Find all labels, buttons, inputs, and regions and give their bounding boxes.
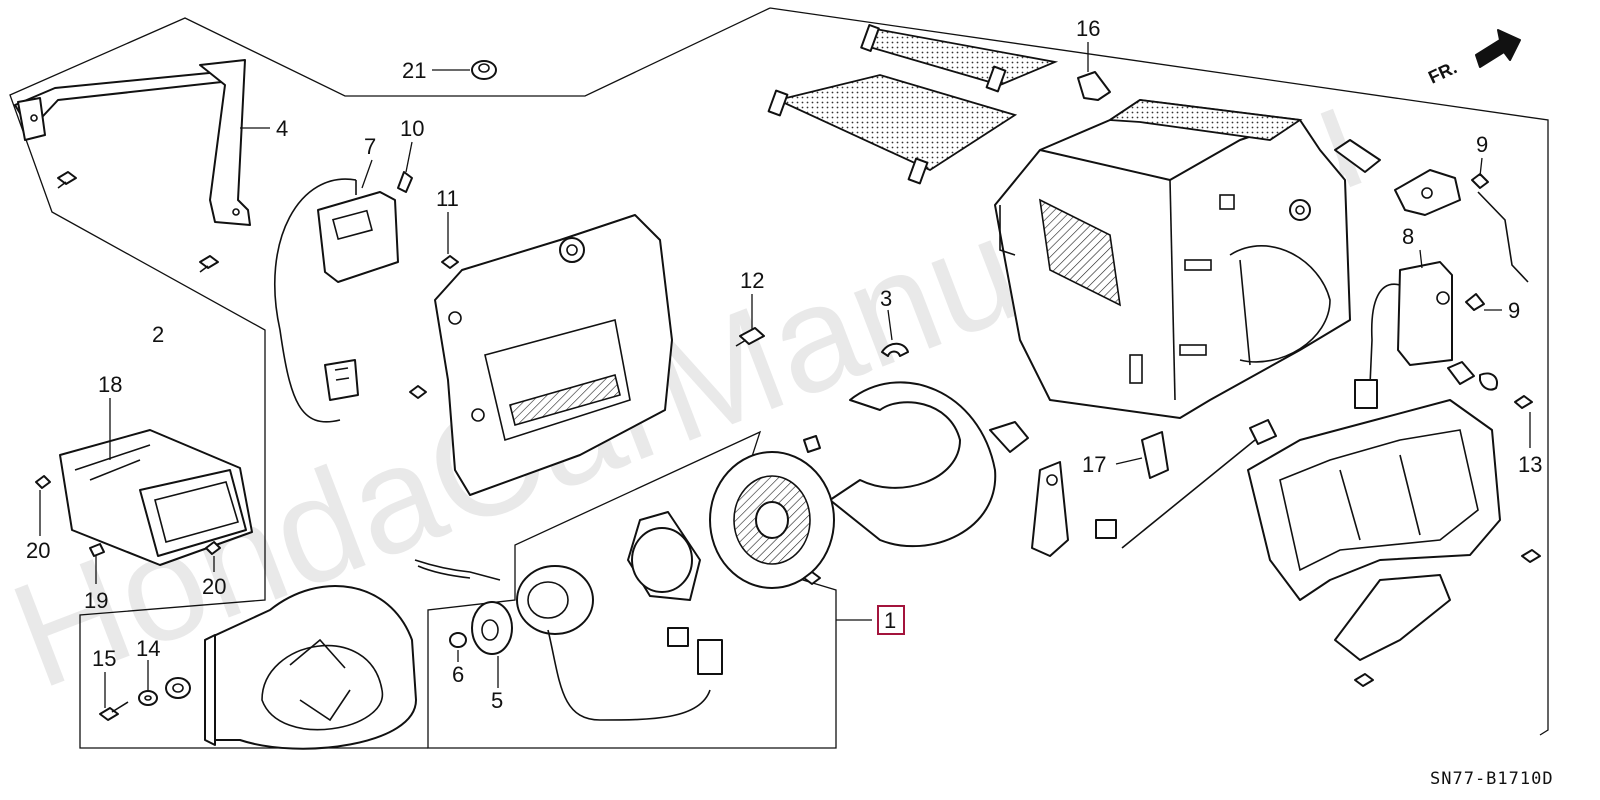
callout-7: 7 [364, 134, 376, 159]
part-12-screw [735, 327, 765, 347]
callout-1-box [877, 605, 905, 635]
callout-16: 16 [1076, 16, 1100, 41]
callout-2: 2 [152, 322, 164, 347]
part-19-clip [89, 543, 105, 557]
part-9-clip-lower [1465, 293, 1485, 311]
callout-20b: 20 [202, 574, 226, 599]
part-9-clip-upper [1471, 173, 1489, 189]
callout-15: 15 [92, 646, 116, 671]
callout-5: 5 [491, 688, 503, 713]
callout-18: 18 [98, 372, 122, 397]
defrost-rod [1121, 419, 1277, 549]
part-6-plug [449, 632, 467, 648]
part-20-screw-left [35, 475, 51, 489]
part-11-upper-case [434, 214, 673, 496]
leader-lines [39, 42, 1531, 708]
mode-lever [989, 421, 1069, 557]
motor-harness [599, 627, 723, 721]
callout-17: 17 [1082, 452, 1106, 477]
cabin-filter-upper [860, 24, 1059, 93]
callout-20a: 20 [26, 538, 50, 563]
part-11-screw-left [409, 385, 427, 399]
part-21-grommet [471, 60, 497, 80]
part-20-screw-right [205, 541, 221, 555]
callout-10: 10 [400, 116, 424, 141]
part-9-link-upper [1334, 139, 1381, 173]
part-14-grommet [165, 677, 191, 699]
callout-3: 3 [880, 286, 892, 311]
part-4-bracket [14, 59, 251, 226]
part-10-clip [397, 171, 413, 193]
part-9-lever-bracket [1394, 169, 1461, 216]
part-9-rod [1477, 191, 1529, 283]
blower-hose [414, 559, 501, 581]
part-8-actuator [1354, 261, 1498, 409]
callout-9b: 9 [1508, 298, 1520, 323]
part-16-clip [1077, 71, 1111, 101]
callout-21: 21 [402, 58, 426, 83]
lower-bracket [1334, 574, 1451, 661]
part-2-blower-housing [204, 585, 417, 750]
part-5-resistor [471, 601, 513, 655]
assembly-frame [9, 7, 1549, 749]
callout-1: 1 [884, 608, 896, 633]
part-13-screw [1514, 395, 1533, 409]
part-4-screw-1 [57, 171, 77, 189]
bottom-screw-right [1521, 549, 1541, 563]
blower-case-ring [829, 381, 997, 548]
fan-screw [803, 571, 821, 585]
part-code: SN77-B1710D [1430, 769, 1554, 789]
part-7-control-module [273, 178, 399, 423]
fan-clip [803, 435, 821, 453]
direction-label: FR. [1425, 57, 1460, 87]
heater-unit-main-case [994, 99, 1351, 419]
bottom-screw-center [1354, 673, 1374, 687]
blower-subassembly-frame [427, 430, 837, 749]
callout-4: 4 [276, 116, 288, 141]
part-11-screw-top [441, 255, 459, 269]
blower-motor-mount [627, 511, 701, 601]
callout-19: 19 [84, 588, 108, 613]
part-4-screw-2 [199, 255, 219, 273]
part-18-air-duct [59, 429, 253, 566]
callout-11: 11 [436, 186, 459, 211]
blower-motor [516, 565, 601, 721]
blower-fan-wheel [709, 451, 835, 589]
callout-9a: 9 [1476, 132, 1488, 157]
callouts: 1 2 3 4 5 6 7 8 9 9 10 11 12 13 14 15 16… [26, 16, 1542, 713]
callout-12: 12 [740, 268, 764, 293]
callout-6: 6 [452, 662, 464, 687]
part-14-washer [138, 690, 158, 706]
lower-case-frame [1247, 399, 1501, 601]
callout-13: 13 [1518, 452, 1542, 477]
part-3-clip [881, 342, 909, 357]
front-direction-indicator: FR. [1425, 29, 1521, 88]
callout-8: 8 [1402, 224, 1414, 249]
part-15-screw [99, 701, 129, 721]
small-connector [1095, 519, 1117, 539]
cabin-filter-lower [767, 74, 1018, 185]
part-17-clip [1141, 431, 1169, 479]
callout-14: 14 [136, 636, 160, 661]
